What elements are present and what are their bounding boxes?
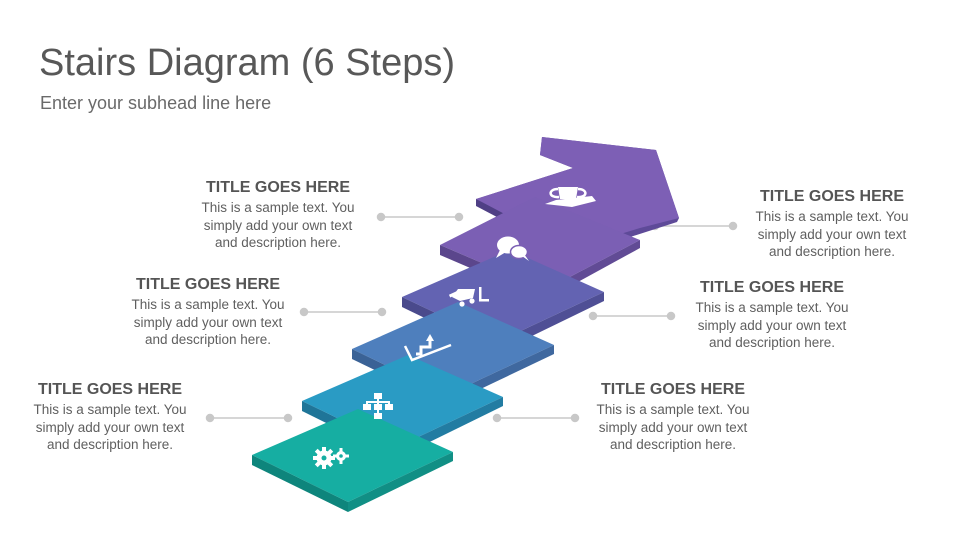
connector-step-1: [205, 413, 293, 423]
trophy-icon: [545, 187, 596, 207]
step-5-desc-line-3: and description here.: [214, 235, 342, 250]
step-3-text: TITLE GOES HERE This is a sample text. Y…: [118, 275, 298, 349]
step-1-desc-line-1: This is a sample text. You: [33, 402, 187, 417]
step-1-text: TITLE GOES HERE This is a sample text. Y…: [20, 380, 200, 454]
step-1-desc-line-2: simply add your own text: [35, 419, 185, 435]
gears-icon: [313, 447, 349, 469]
step-6-desc-line-2: simply add your own text: [757, 226, 907, 242]
step-1-plate: [252, 409, 453, 512]
slide-subtitle: Enter your subhead line here: [40, 93, 272, 113]
step-3-title: TITLE GOES HERE: [135, 276, 280, 293]
step-2-desc-line-2: simply add your own text: [598, 419, 748, 435]
growth-arrow-icon: [403, 334, 452, 362]
step-6-title: TITLE GOES HERE: [759, 188, 904, 205]
cart-icon: [448, 287, 489, 307]
step-4-desc-line-3: and description here.: [708, 335, 836, 350]
connector-step-5: [376, 212, 464, 222]
step-4-desc-line-1: This is a sample text. You: [695, 300, 849, 315]
connectors: [205, 212, 738, 423]
chat-bubbles-icon: [496, 236, 529, 261]
step-4-desc-line-2: simply add your own text: [697, 317, 847, 333]
step-6-text: TITLE GOES HERE This is a sample text. Y…: [742, 187, 922, 261]
step-1-desc-line-3: and description here.: [46, 437, 174, 452]
step-5-text: TITLE GOES HERE This is a sample text. Y…: [188, 178, 368, 252]
step-4-description: This is a sample text. You simply add yo…: [682, 299, 862, 352]
step-2-description: This is a sample text. You simply add yo…: [583, 401, 763, 454]
step-5-desc-line-2: simply add your own text: [203, 217, 353, 233]
step-6-desc-line-1: This is a sample text. You: [755, 209, 909, 224]
step-3-desc-line-1: This is a sample text. You: [131, 297, 285, 312]
slide-title: Stairs Diagram (6 Steps): [39, 42, 456, 84]
step-2-text: TITLE GOES HERE This is a sample text. Y…: [583, 380, 763, 454]
step-1-description: This is a sample text. You simply add yo…: [20, 401, 200, 454]
step-2-title: TITLE GOES HERE: [600, 381, 745, 398]
step-5-description: This is a sample text. You simply add yo…: [188, 199, 368, 252]
connector-step-3: [299, 307, 387, 317]
connector-step-4: [588, 311, 676, 321]
step-1-title: TITLE GOES HERE: [37, 381, 182, 398]
flowchart-icon: [363, 393, 393, 419]
step-4-text: TITLE GOES HERE This is a sample text. Y…: [682, 278, 862, 352]
step-2-desc-line-1: This is a sample text. You: [596, 402, 750, 417]
step-5-title: TITLE GOES HERE: [205, 179, 350, 196]
step-3-desc-line-3: and description here.: [144, 332, 272, 347]
connector-step-2: [492, 413, 580, 423]
step-2-desc-line-3: and description here.: [609, 437, 737, 452]
step-5-desc-line-1: This is a sample text. You: [201, 200, 355, 215]
step-3-desc-line-2: simply add your own text: [133, 314, 283, 330]
step-6-description: This is a sample text. You simply add yo…: [742, 208, 922, 261]
step-3-description: This is a sample text. You simply add yo…: [118, 296, 298, 349]
step-6-desc-line-3: and description here.: [768, 244, 896, 259]
step-4-title: TITLE GOES HERE: [699, 279, 844, 296]
